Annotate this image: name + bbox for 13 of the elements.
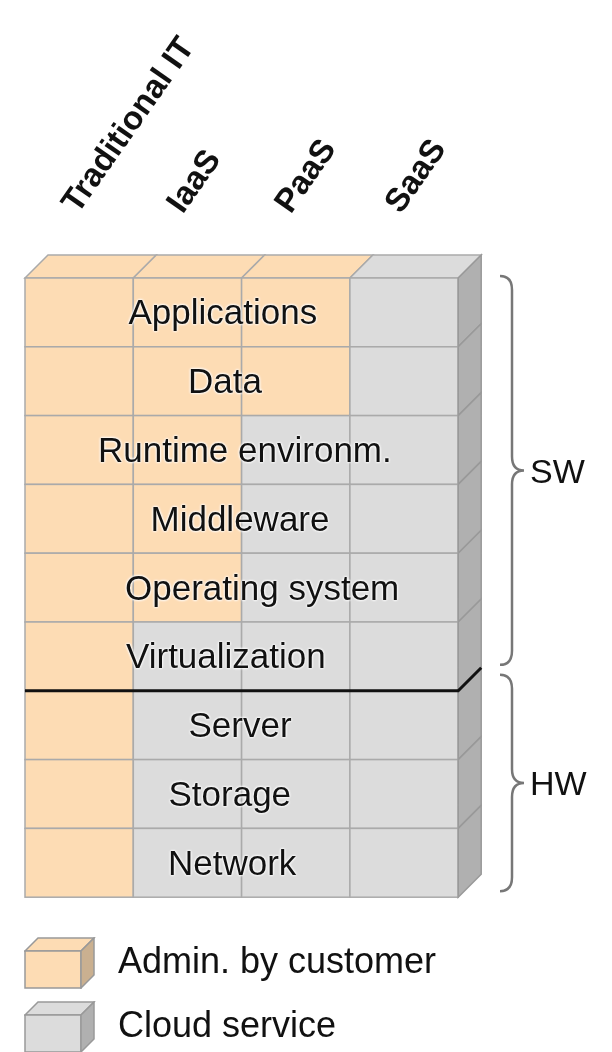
layer-label: Middleware [150,498,330,539]
legend-label: Admin. by customer [118,939,437,983]
brace-label: SW [530,451,585,492]
layer-label: Network [168,842,297,883]
layer-label: Virtualization [126,636,326,677]
layer-label: Data [188,361,262,402]
legend-label: Cloud service [118,1003,337,1047]
layer-label: Runtime environm. [98,430,392,470]
layer-label: Server [188,705,292,746]
brace-label: HW [530,763,587,803]
layer-label: Operating system [125,567,400,608]
layer-label: Storage [168,774,292,814]
layer-label: Applications [128,292,318,333]
